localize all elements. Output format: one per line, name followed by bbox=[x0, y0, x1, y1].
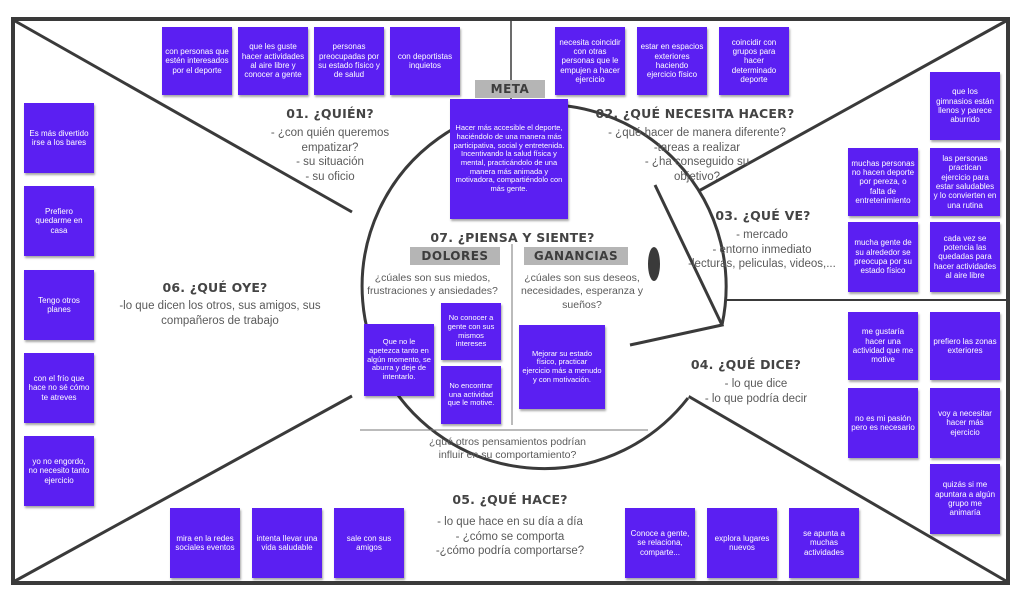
sticky-note[interactable]: Conoce a gente, se relaciona, comparte..… bbox=[625, 508, 695, 578]
diagonal-top-right bbox=[667, 19, 1007, 210]
prompt-line: objetivo? bbox=[673, 171, 721, 184]
pains-label: DOLORES bbox=[410, 247, 500, 265]
section-title-dice: 04. ¿QUÉ DICE? bbox=[690, 357, 802, 372]
section-title-necesita: 02. ¿QUÉ NECESITA HACER? bbox=[595, 106, 795, 121]
prompt-line: empatizar? bbox=[301, 141, 359, 154]
sticky-note[interactable]: Prefiero quedarme en casa bbox=[24, 186, 94, 256]
prompt-line: compañeros de trabajo bbox=[161, 314, 279, 327]
prompt-line: ¿cúales son sus miedos, bbox=[374, 272, 491, 284]
prompt-line: - entorno inmediato bbox=[712, 243, 812, 256]
sticky-note[interactable]: mira en la redes sociales eventos bbox=[170, 508, 240, 578]
prompt-line: - mercado bbox=[736, 229, 788, 241]
prompt-line: ¿qué otros pensamientos podrían bbox=[428, 436, 586, 448]
gains-prompts: ¿cúales son sus deseos, necesidades, esp… bbox=[512, 272, 652, 312]
prompt-line: - lo que hace en su día a día bbox=[437, 516, 583, 528]
meta-label: META bbox=[475, 80, 545, 98]
sticky-note[interactable]: estar en espacios exteriores haciendo ej… bbox=[637, 27, 707, 95]
sticky-note[interactable]: sale con sus amigos bbox=[334, 508, 404, 578]
prompt-line: necesidades, esperanza y bbox=[521, 285, 643, 298]
prompt-line: - lo que podría decir bbox=[704, 392, 808, 405]
prompt-line: -tareas a realizar bbox=[653, 141, 741, 154]
prompt-line: sueños? bbox=[562, 298, 602, 311]
sticky-note[interactable]: las personas practican ejercicio para es… bbox=[930, 148, 1000, 216]
section-prompts-necesita: - ¿qué hacer de manera diferente? -tarea… bbox=[592, 126, 802, 185]
sticky-note[interactable]: muchas personas no hacen deporte por per… bbox=[848, 148, 918, 216]
diagonal-bottom-left bbox=[14, 394, 353, 583]
prompt-line: -lo que dicen los otros, sus amigos, sus bbox=[119, 300, 321, 312]
sticky-note[interactable]: prefiero las zonas exteriores bbox=[930, 312, 1000, 380]
prompt-line: influir en su comportamiento? bbox=[438, 449, 577, 462]
sticky-note[interactable]: Tengo otros planes bbox=[24, 270, 94, 340]
sticky-note[interactable]: personas preocupadas por su estado físic… bbox=[314, 27, 384, 95]
other-thoughts-prompt: ¿qué otros pensamientos podrían influir … bbox=[395, 436, 620, 463]
sticky-note[interactable]: con personas que estén interesados por e… bbox=[162, 27, 232, 95]
sticky-note[interactable]: No encontrar una actividad que le motive… bbox=[441, 366, 501, 424]
section-prompts-ve: - mercado - entorno inmediato -lecturas,… bbox=[682, 228, 842, 272]
prompt-line: - su oficio bbox=[305, 171, 355, 184]
sticky-note[interactable]: Que no le apetezca tanto en algún moment… bbox=[364, 324, 434, 396]
outer-border bbox=[11, 17, 1010, 585]
sticky-note[interactable]: mucha gente de su alrededor se preocupa … bbox=[848, 222, 918, 292]
sticky-note[interactable]: se apunta a muchas actividades bbox=[789, 508, 859, 578]
diagonal-bottom-right bbox=[687, 394, 1007, 583]
sticky-note[interactable]: voy a necesitar hacer más ejercicio bbox=[930, 388, 1000, 458]
prompt-line: - lo que dice bbox=[724, 378, 788, 390]
prompt-line: - ¿cómo se comporta bbox=[455, 530, 565, 543]
prompt-line: - ¿ha conseguido su bbox=[644, 156, 750, 169]
sticky-note[interactable]: no es mi pasión pero es necesario bbox=[848, 388, 918, 458]
sticky-note[interactable]: yo no engordo, no necesito tanto ejercic… bbox=[24, 436, 94, 506]
sticky-note[interactable]: con el frío que hace no sé cómo te atrev… bbox=[24, 353, 94, 423]
diagonal-top-left bbox=[14, 19, 353, 214]
section-title-hace: 05. ¿QUÉ HACE? bbox=[452, 492, 568, 507]
prompt-line: - ¿con quién queremos bbox=[270, 127, 390, 139]
sticky-note[interactable]: quizás si me apuntara a algún grupo me a… bbox=[930, 464, 1000, 534]
sticky-note[interactable]: cada vez se potencia las quedadas para h… bbox=[930, 222, 1000, 292]
sticky-note[interactable]: explora lugares nuevos bbox=[707, 508, 777, 578]
sticky-note[interactable]: que los gimnasios están llenos y parece … bbox=[930, 72, 1000, 140]
sticky-note[interactable]: No conocer a gente con sus mismos intere… bbox=[441, 303, 501, 360]
sticky-note[interactable]: Es más divertido irse a los bares bbox=[24, 103, 94, 173]
goal-note[interactable]: Hacer más accesible el deporte, haciéndo… bbox=[450, 99, 568, 219]
section-prompts-dice: - lo que dice - lo que podría decir bbox=[686, 377, 826, 406]
sticky-note[interactable]: con deportistas inquietos bbox=[390, 27, 460, 95]
section-title-quien: 01. ¿QUIÉN? bbox=[286, 106, 374, 121]
sticky-note[interactable]: que les guste hacer actividades al aire … bbox=[238, 27, 308, 95]
eye-icon bbox=[648, 247, 660, 281]
section-prompts-oye: -lo que dicen los otros, sus amigos, sus… bbox=[100, 299, 340, 328]
sticky-note[interactable]: Mejorar su estado físico, practicar ejer… bbox=[519, 325, 605, 409]
prompt-line: ¿cúales son sus deseos, bbox=[524, 272, 640, 284]
section-title-piensa: 07. ¿PIENSA Y SIENTE? bbox=[430, 230, 595, 245]
prompt-line: - su situación bbox=[296, 156, 364, 169]
pains-prompts: ¿cúales son sus miedos, frustraciones y … bbox=[355, 272, 510, 299]
gains-label: GANANCIAS bbox=[524, 247, 628, 265]
sticky-note[interactable]: me gustaría hacer una actividad que me m… bbox=[848, 312, 918, 380]
mouth bbox=[629, 184, 725, 347]
sticky-note[interactable]: intenta llevar una vida saludable bbox=[252, 508, 322, 578]
section-prompts-quien: - ¿con quién queremos empatizar? - su si… bbox=[240, 126, 420, 185]
sticky-note[interactable]: coincidir con grupos para hacer determin… bbox=[719, 27, 789, 95]
section-title-ve: 03. ¿QUÉ VE? bbox=[715, 208, 811, 223]
section-prompts-hace: - lo que hace en su día a día - ¿cómo se… bbox=[420, 515, 600, 559]
prompt-line: - ¿qué hacer de manera diferente? bbox=[608, 127, 786, 139]
prompt-line: -¿cómo podría comportarse? bbox=[435, 545, 585, 558]
prompt-line: frustraciones y ansiedades? bbox=[367, 285, 498, 298]
section-title-oye: 06. ¿QUÉ OYE? bbox=[162, 280, 268, 295]
sticky-note[interactable]: necesita coincidir con otras personas qu… bbox=[555, 27, 625, 95]
prompt-line: -lecturas, peliculas, videos,... bbox=[688, 258, 836, 271]
